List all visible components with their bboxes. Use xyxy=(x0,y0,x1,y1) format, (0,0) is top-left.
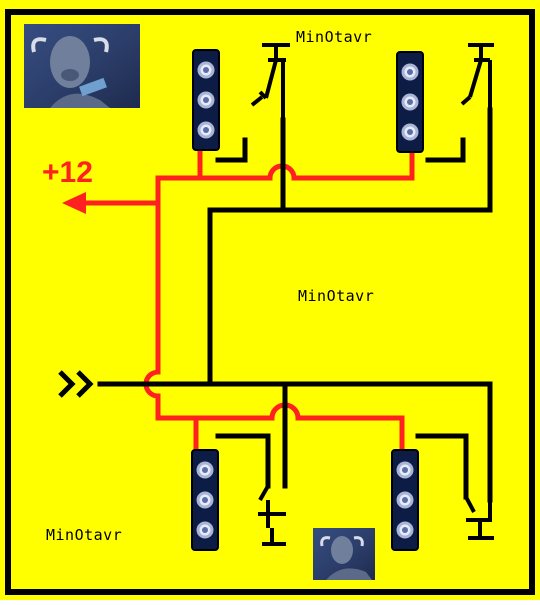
led-core-icon xyxy=(202,467,208,473)
watermark-center: MinOtavr xyxy=(298,287,375,305)
positive-wiring xyxy=(79,147,415,455)
watermark-bottom: MinOtavr xyxy=(46,526,123,544)
led-core-icon xyxy=(203,127,209,133)
led-core-icon xyxy=(202,527,208,533)
spst-switch-icon xyxy=(460,43,494,110)
led-module-bottom-left xyxy=(191,449,219,551)
ground-tr-module xyxy=(425,137,466,163)
led-core-icon xyxy=(203,67,209,73)
double-chevron-icon xyxy=(58,370,94,398)
led-core-icon xyxy=(407,99,413,105)
positive-bottom-bus xyxy=(143,369,405,453)
led-core-icon xyxy=(407,129,413,135)
led-core-icon xyxy=(402,467,408,473)
led-module-bottom-right xyxy=(391,449,419,551)
ground-br-module xyxy=(415,433,469,500)
ground-input-bus xyxy=(97,381,493,400)
ground-tl-module xyxy=(215,137,248,163)
ground-bl-module xyxy=(215,433,271,489)
led-core-icon xyxy=(407,69,413,75)
ground-wiring xyxy=(97,107,493,503)
minotaur-logo-icon xyxy=(313,528,375,580)
led-module-top-right xyxy=(396,51,424,153)
led-core-icon xyxy=(203,97,209,103)
ground-upper-bus xyxy=(207,147,493,213)
spst-switch-icon xyxy=(258,485,286,546)
minotaur-logo-icon xyxy=(24,24,140,108)
led-modules xyxy=(191,49,424,551)
voltage-label: +12 xyxy=(42,156,93,189)
arrow-left-icon xyxy=(62,192,86,214)
spst-switch-icon xyxy=(250,43,290,120)
led-module-top-left xyxy=(192,49,220,151)
led-core-icon xyxy=(402,497,408,503)
led-core-icon xyxy=(402,527,408,533)
led-core-icon xyxy=(202,497,208,503)
watermark-top: MinOtavr xyxy=(296,28,373,46)
spst-switch-icon xyxy=(464,496,494,540)
board-frame xyxy=(5,9,535,595)
